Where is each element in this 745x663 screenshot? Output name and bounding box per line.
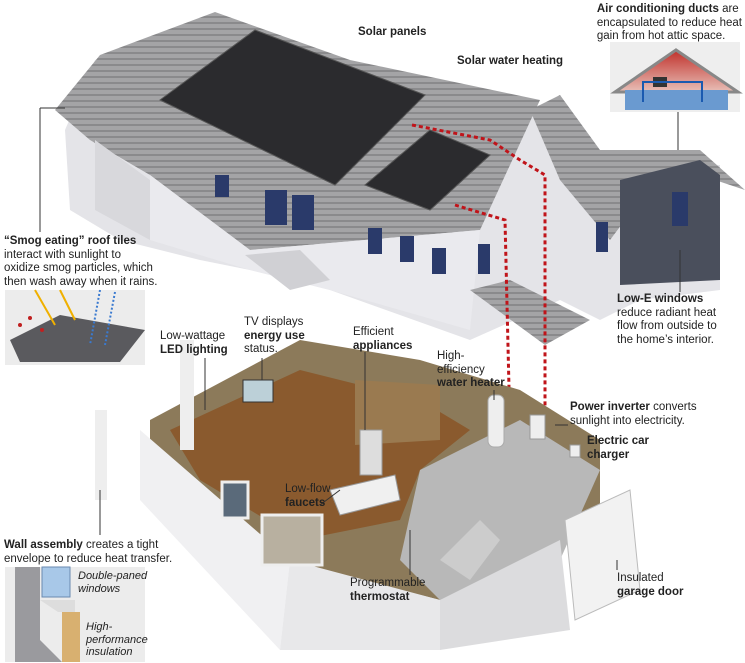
leader-lines xyxy=(39,107,681,575)
label-smog-eating-tiles: “Smog eating” roof tiles interact with s… xyxy=(4,235,158,288)
interior-cutaway xyxy=(95,340,641,650)
solar-panels xyxy=(159,29,491,211)
ac-ducts-inset xyxy=(610,42,743,112)
label-low-e-windows: Low-E windows reduce radiant heat flow f… xyxy=(617,293,717,346)
smog-tiles-inset xyxy=(5,289,145,365)
solar-water-pipe xyxy=(411,123,547,420)
exterior-house xyxy=(55,12,745,345)
wall-assembly-inset xyxy=(5,566,145,662)
label-solar-panels: Solar panels xyxy=(358,26,427,38)
label-solar-water-heating: Solar water heating xyxy=(457,55,564,67)
label-ac-ducts: Air conditioning ducts are encapsulated … xyxy=(596,3,742,42)
